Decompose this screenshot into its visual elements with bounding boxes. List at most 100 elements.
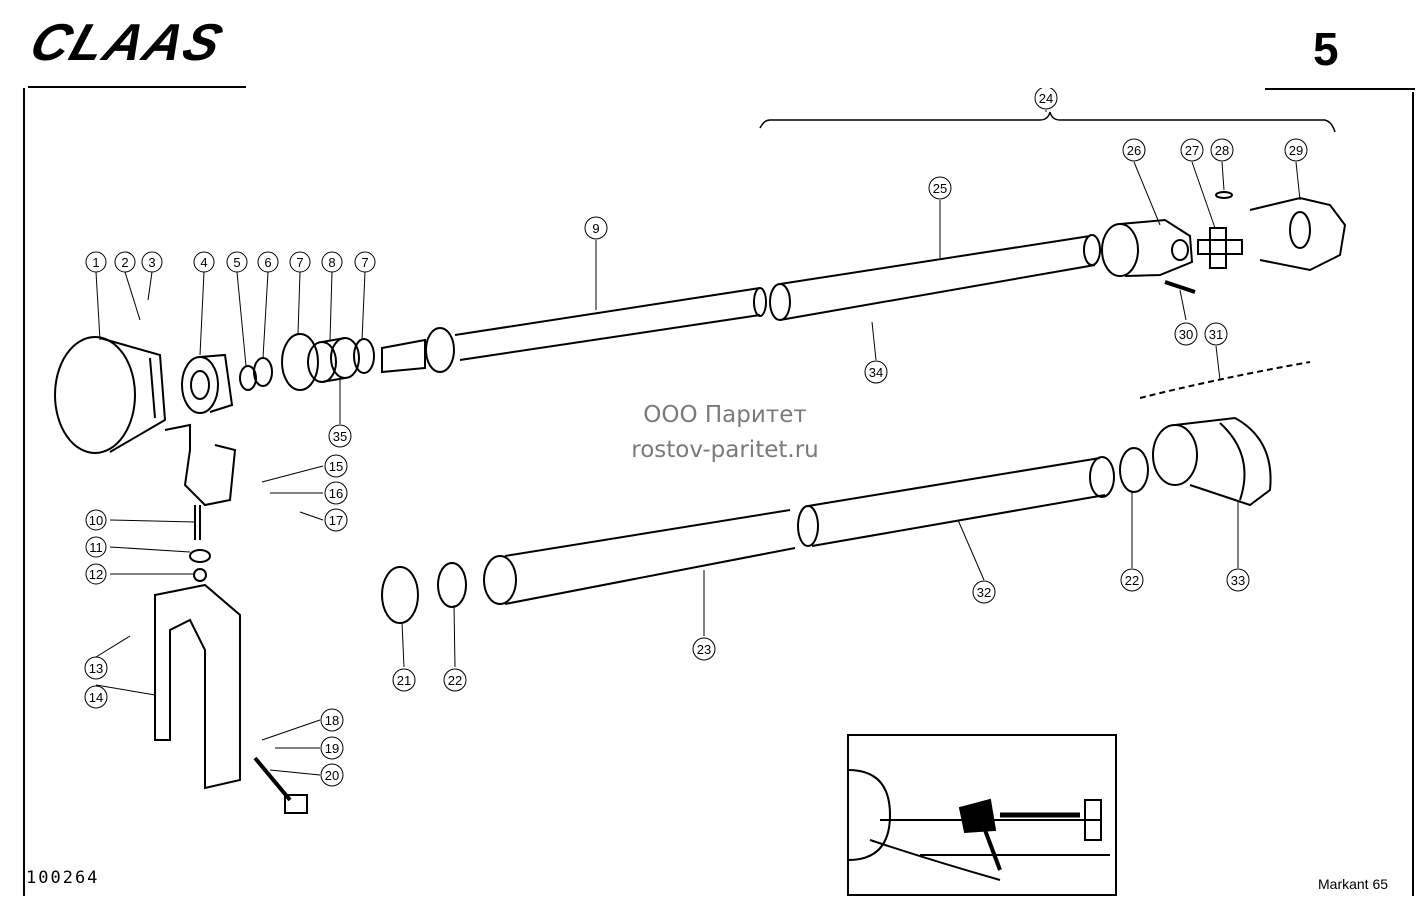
callout-9: 9 <box>584 216 608 240</box>
svg-text:9: 9 <box>592 221 599 236</box>
header-rule-right <box>1265 88 1415 90</box>
exploded-view-drawing: 1 2 3 4 5 6 7 8 7 9 10 11 12 13 14 15 16… <box>23 88 1414 896</box>
chain-31-part <box>1139 361 1311 399</box>
svg-text:26: 26 <box>1127 143 1141 158</box>
callout-28: 28 <box>1210 138 1234 162</box>
svg-text:21: 21 <box>397 673 411 688</box>
document-number: 100264 <box>26 868 100 888</box>
callout-15: 15 <box>324 454 348 478</box>
svg-text:4: 4 <box>200 255 207 270</box>
svg-text:32: 32 <box>977 585 991 600</box>
svg-text:14: 14 <box>89 690 103 705</box>
callout-21: 21 <box>392 668 416 692</box>
svg-text:31: 31 <box>1209 327 1223 342</box>
callout-22b: 22 <box>1120 568 1144 592</box>
callout-8: 8 <box>321 251 343 273</box>
watermark-url: rostov-paritet.ru <box>631 437 819 463</box>
svg-text:33: 33 <box>1231 573 1245 588</box>
bushing-12-part <box>193 568 207 582</box>
bearing-housing-part <box>181 353 234 414</box>
svg-text:5: 5 <box>233 255 240 270</box>
callout-31: 31 <box>1204 322 1228 346</box>
callout-bubbles: 1 2 3 4 5 6 7 8 7 9 10 11 12 13 14 15 16… <box>84 88 1308 787</box>
ring-6-part <box>253 357 273 387</box>
callout-35: 35 <box>328 424 352 448</box>
callout-7b: 7 <box>354 251 376 273</box>
guard-tube-23-part <box>483 509 796 605</box>
callout-13: 13 <box>84 656 108 680</box>
callout-27: 27 <box>1180 138 1204 162</box>
bellows-33-part <box>1152 416 1272 507</box>
svg-text:3: 3 <box>148 255 155 270</box>
svg-text:7: 7 <box>296 255 303 270</box>
callout-7: 7 <box>289 251 311 273</box>
claas-logo-text: CLAAS <box>28 14 231 70</box>
svg-text:28: 28 <box>1215 143 1229 158</box>
svg-text:10: 10 <box>89 513 103 528</box>
callout-14: 14 <box>84 685 108 709</box>
callout-12: 12 <box>85 563 107 585</box>
svg-text:15: 15 <box>329 459 343 474</box>
svg-text:1: 1 <box>92 255 99 270</box>
callout-6: 6 <box>257 251 279 273</box>
svg-text:30: 30 <box>1179 327 1193 342</box>
claas-logo: CLAAS <box>28 14 231 70</box>
callout-30: 30 <box>1174 322 1198 346</box>
guard-bearing-22b-part <box>1119 447 1149 493</box>
callout-10: 10 <box>85 509 107 531</box>
guard-bearing-22-part <box>437 562 467 608</box>
watermark: ООО Паритет rostov-paritet.ru <box>600 398 850 468</box>
svg-text:34: 34 <box>869 365 883 380</box>
svg-text:29: 29 <box>1289 143 1303 158</box>
callout-11: 11 <box>85 536 107 558</box>
grease-nipple-28-part <box>1215 191 1233 199</box>
svg-text:22: 22 <box>448 673 462 688</box>
mounting-post-14-part <box>154 583 241 790</box>
inner-shaft-9-part <box>381 287 767 374</box>
callout-18: 18 <box>320 708 344 732</box>
callout-1: 1 <box>85 251 107 273</box>
inset-sketch <box>847 734 1117 896</box>
svg-text:25: 25 <box>933 181 947 196</box>
guard-tube-32-part <box>797 456 1115 547</box>
washer-11-part <box>189 549 211 563</box>
svg-text:23: 23 <box>697 642 711 657</box>
svg-text:19: 19 <box>325 741 339 756</box>
header-rule-left <box>28 86 246 88</box>
assembly-24-bracket <box>759 111 1336 133</box>
callout-26: 26 <box>1122 138 1146 162</box>
callout-19: 19 <box>320 736 344 760</box>
svg-text:8: 8 <box>328 255 335 270</box>
callout-32: 32 <box>972 580 996 604</box>
ring-5-part <box>239 365 257 391</box>
callout-23: 23 <box>692 637 716 661</box>
universal-cross-27-part <box>1197 227 1243 269</box>
svg-text:2: 2 <box>121 255 128 270</box>
funnel-guard-part <box>54 336 167 454</box>
circlip-7b-part <box>353 338 375 374</box>
watermark-company: ООО Паритет <box>643 402 807 428</box>
svg-text:35: 35 <box>333 429 347 444</box>
leader-lines <box>95 110 1301 776</box>
yoke-26-part <box>1101 218 1194 277</box>
callout-16: 16 <box>324 481 348 505</box>
svg-text:22: 22 <box>1125 573 1139 588</box>
callout-22: 22 <box>443 668 467 692</box>
callout-4: 4 <box>193 251 215 273</box>
callout-34: 34 <box>864 360 888 384</box>
svg-text:17: 17 <box>329 513 343 528</box>
callout-24: 24 <box>1034 88 1058 110</box>
model-label: Markant 65 <box>1318 876 1389 892</box>
svg-text:16: 16 <box>329 486 343 501</box>
svg-text:18: 18 <box>325 713 339 728</box>
callout-5: 5 <box>226 251 248 273</box>
outer-tube-25-part <box>769 234 1101 321</box>
ball-bearing-8-part <box>307 337 360 383</box>
svg-text:13: 13 <box>89 661 103 676</box>
bolt-20-part <box>253 756 292 802</box>
svg-text:6: 6 <box>264 255 271 270</box>
pin-30-part <box>1164 280 1196 294</box>
callout-2: 2 <box>114 251 136 273</box>
callout-29: 29 <box>1284 138 1308 162</box>
support-bracket-10-part <box>164 423 237 540</box>
